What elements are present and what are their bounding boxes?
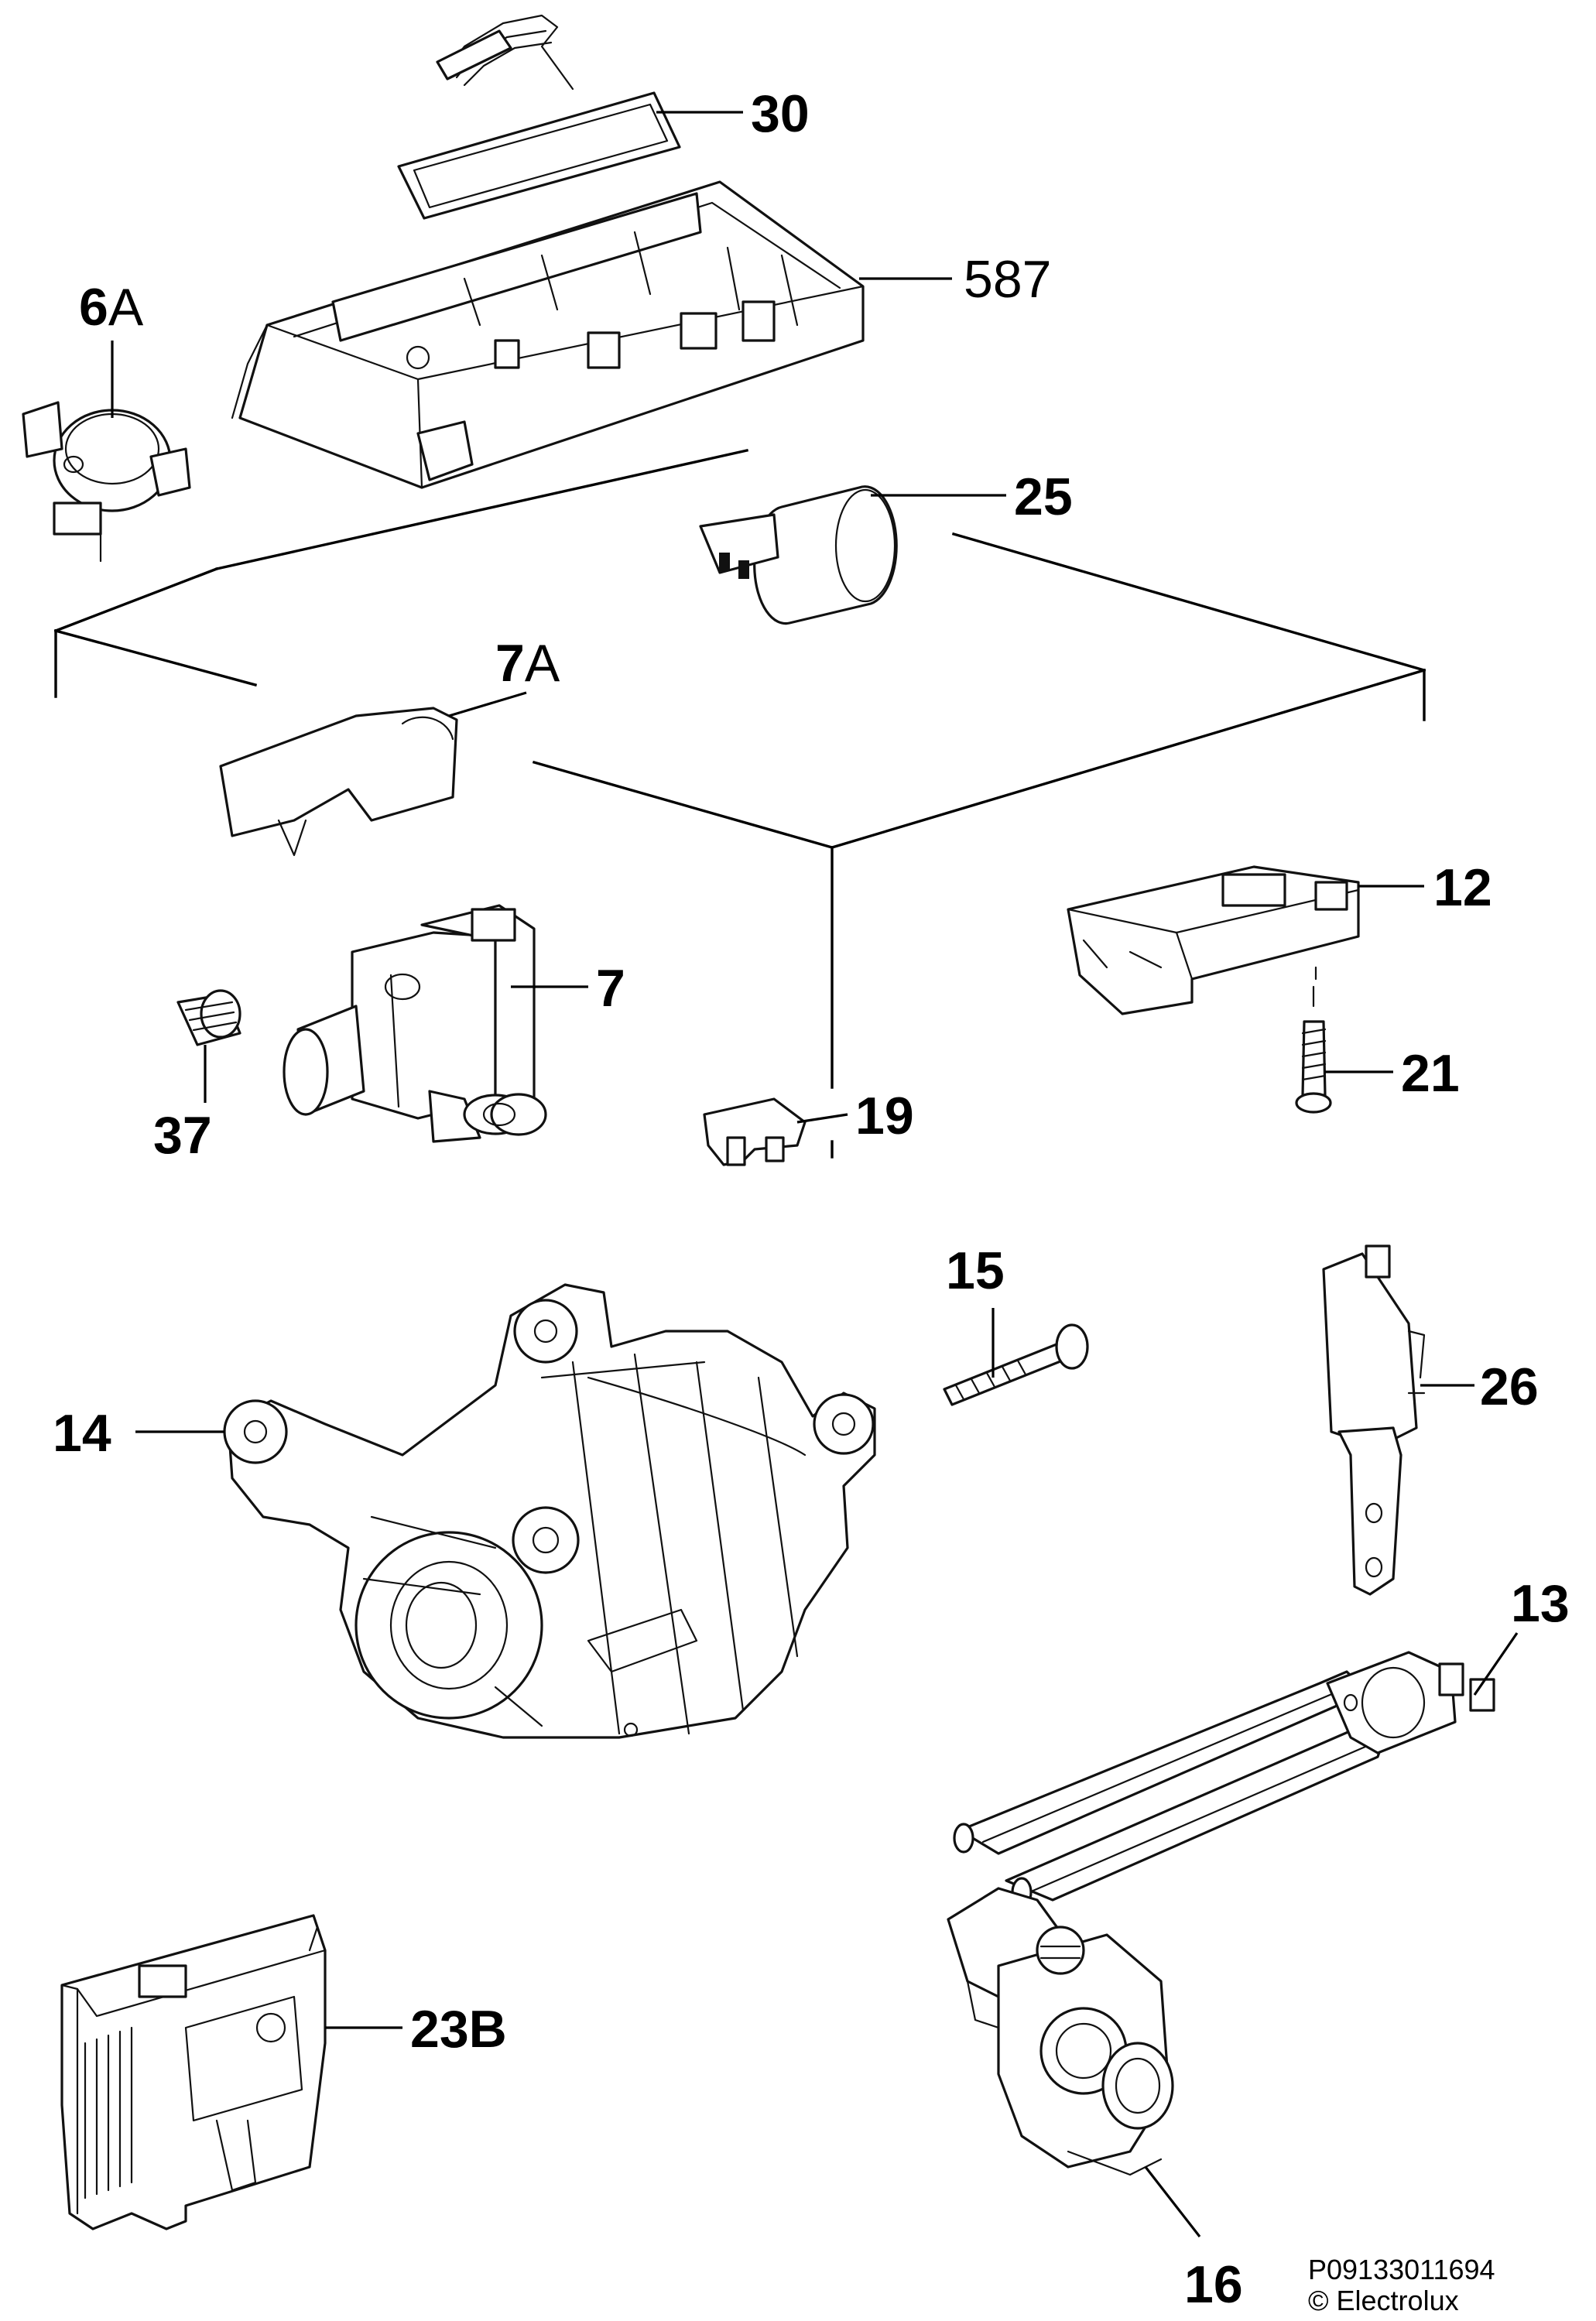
label-6A-suffix: A bbox=[108, 278, 144, 337]
part-23B-door-lock bbox=[60, 1914, 327, 2230]
label-7A: 7A bbox=[495, 634, 560, 693]
part-labels: 30 587 6A 25 7A 12 7 37 21 19 15 26 14 1… bbox=[53, 84, 1570, 2314]
part-25-capacitor bbox=[699, 485, 898, 625]
part-587-control-housing bbox=[231, 180, 865, 489]
part-6A-pressure-switch bbox=[22, 401, 191, 563]
label-13: 13 bbox=[1511, 1574, 1570, 1633]
label-7: 7 bbox=[596, 959, 625, 1018]
part-7-inlet-valve bbox=[283, 904, 547, 1143]
part-12-door-lock bbox=[1067, 865, 1360, 1015]
label-7A-suffix: A bbox=[525, 634, 560, 693]
drawing-code: P09133011694 bbox=[1308, 2254, 1495, 2285]
part-19-clip bbox=[703, 1097, 807, 1166]
assembly-outline bbox=[53, 448, 1426, 1159]
label-37: 37 bbox=[153, 1106, 212, 1165]
part-7A-bracket bbox=[219, 707, 458, 857]
label-14: 14 bbox=[53, 1404, 111, 1463]
label-26: 26 bbox=[1480, 1357, 1539, 1416]
label-12: 12 bbox=[1433, 858, 1492, 917]
part-37-filter bbox=[176, 989, 241, 1046]
label-30: 30 bbox=[751, 84, 810, 143]
leader-lines bbox=[111, 111, 1519, 2237]
part-21-screw bbox=[1295, 985, 1332, 1114]
part-30-display-board bbox=[397, 14, 681, 220]
label-6A: 6A bbox=[79, 278, 144, 337]
part-26-sensor bbox=[1322, 1244, 1426, 1596]
label-587: 587 bbox=[964, 250, 1051, 309]
label-21: 21 bbox=[1401, 1044, 1460, 1103]
label-7A-number: 7 bbox=[495, 634, 525, 693]
label-6A-number: 6 bbox=[79, 278, 108, 337]
part-13-heating-element bbox=[953, 1651, 1495, 1908]
label-23B: 23B bbox=[410, 2000, 507, 2059]
part-14-motor bbox=[223, 1283, 876, 1739]
label-25: 25 bbox=[1014, 467, 1073, 526]
footer: P09133011694 © Electrolux bbox=[1308, 2254, 1495, 2316]
label-15: 15 bbox=[946, 1241, 1005, 1300]
label-19: 19 bbox=[855, 1087, 914, 1145]
part-16-drain-pump bbox=[947, 1887, 1174, 2176]
label-16: 16 bbox=[1184, 2255, 1243, 2314]
copyright: © Electrolux bbox=[1308, 2285, 1459, 2316]
part-15-screw bbox=[943, 1323, 1089, 1406]
